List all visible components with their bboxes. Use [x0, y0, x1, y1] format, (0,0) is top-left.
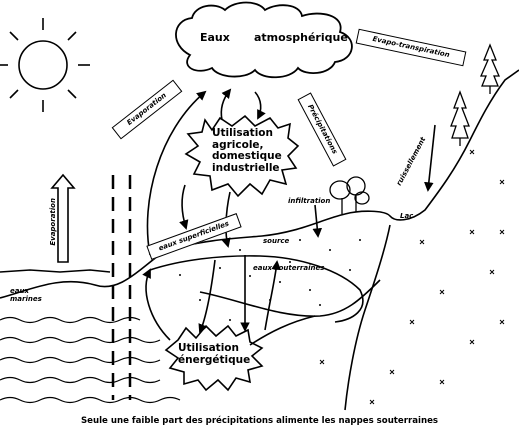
- evaporation-left-label: Evaporation: [48, 198, 57, 246]
- source-label: source: [263, 237, 290, 245]
- atmosphere-cloud: [175, 1, 353, 79]
- atmosphere-label-atmospherique: atmosphérique: [254, 31, 348, 44]
- groundwater-label: eaux souterraines: [253, 264, 325, 272]
- caption: Seule une faible part des précipitations…: [80, 416, 439, 426]
- lac-label: Lac: [400, 212, 414, 220]
- well: [111, 175, 132, 400]
- sea-waves: [0, 316, 181, 404]
- sun-icon: [0, 18, 90, 112]
- agricultural-use-cloud: [184, 114, 300, 198]
- terrain-lines: [0, 69, 519, 411]
- energy-use-cloud: [164, 324, 264, 392]
- agricultural-use-label: Utilisation agricole, domestique industr…: [212, 127, 282, 174]
- evaporation-big-arrow: [50, 124, 436, 263]
- tree-icons: [329, 43, 500, 214]
- rock-marks: [319, 149, 505, 405]
- energy-use-label: Utilisation énergétique: [178, 342, 251, 366]
- infiltration-label: infiltration: [288, 197, 331, 205]
- sea-water-label: eaux marines: [10, 287, 42, 303]
- atmosphere-label-eaux: Eaux: [200, 31, 230, 44]
